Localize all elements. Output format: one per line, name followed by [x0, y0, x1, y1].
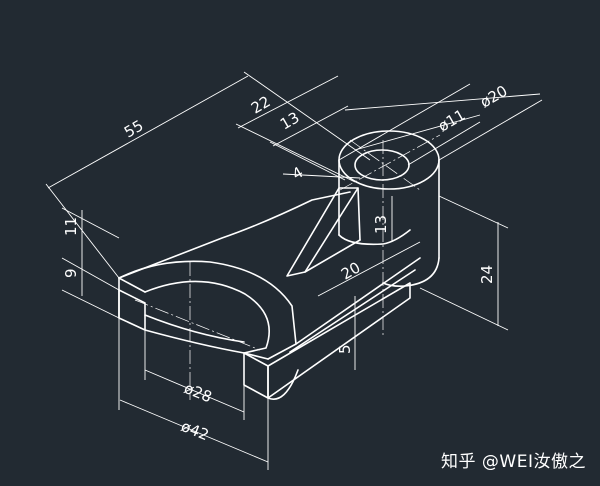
dim-55: 55	[121, 116, 147, 141]
dimension-lines	[45, 71, 543, 470]
dim-phi20: ø20	[477, 82, 510, 112]
dim-13-side: 13	[372, 215, 390, 234]
center-lines	[134, 134, 441, 400]
dim-phi28: ø28	[182, 379, 215, 406]
watermark: 知乎 @WEI汝傲之	[441, 452, 586, 472]
dim-22: 22	[248, 92, 274, 117]
dimension-labels: 55 22 13 4 11 9 ø20 ø11 13 24 20 5 ø28 ø…	[62, 82, 510, 445]
dim-5: 5	[336, 344, 354, 354]
dim-11: 11	[62, 217, 80, 236]
part-outline	[118, 130, 440, 400]
dim-24: 24	[478, 265, 496, 284]
dim-4: 4	[289, 163, 306, 183]
dim-20: 20	[338, 258, 364, 283]
dim-phi11: ø11	[435, 106, 468, 136]
dim-13-top: 13	[277, 108, 303, 133]
dim-phi42: ø42	[179, 417, 212, 444]
dim-9: 9	[62, 268, 80, 278]
